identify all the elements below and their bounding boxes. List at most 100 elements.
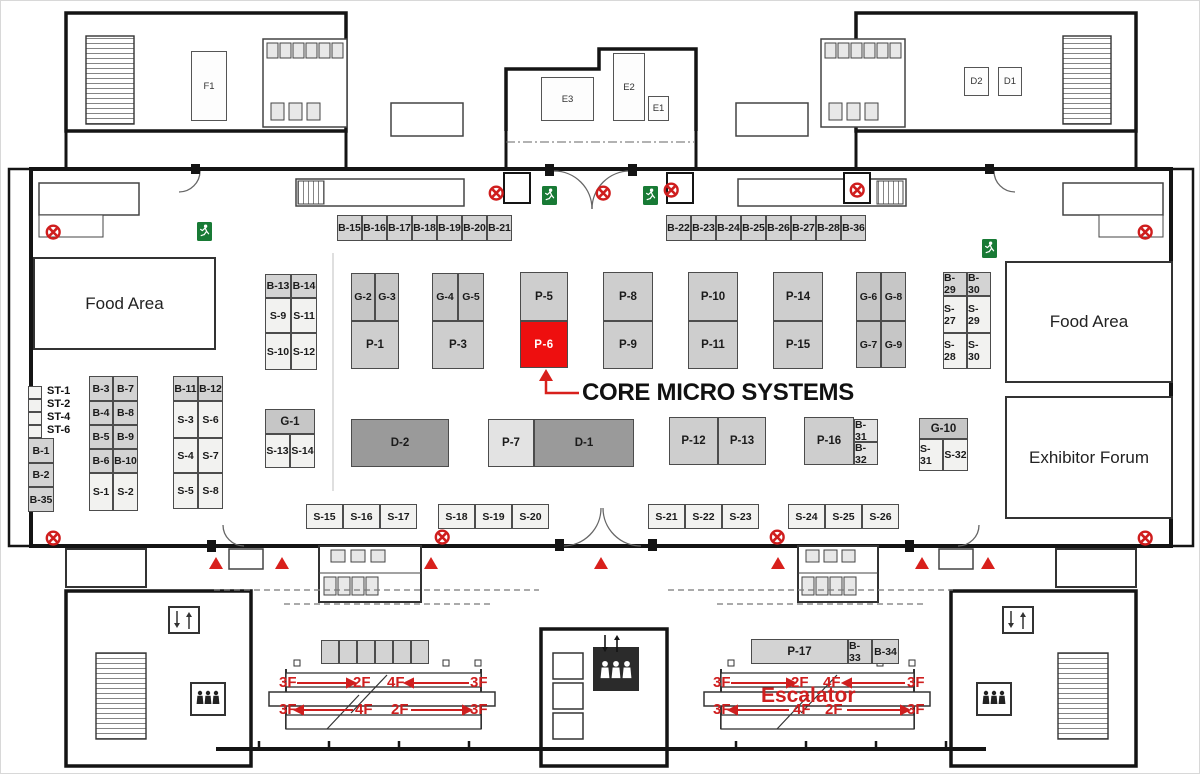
booth-label: S-5	[177, 485, 194, 497]
booth-label: B-35	[29, 493, 53, 506]
booth-label: S-28	[944, 339, 956, 363]
booth-label: S-25	[832, 510, 855, 523]
escalator-arrows	[292, 677, 912, 716]
booth-label: D-1	[574, 437, 594, 449]
label-text: 3F	[907, 674, 925, 691]
booth-label: B-33	[849, 639, 861, 664]
booth-label: B-26	[767, 222, 790, 234]
booth-label: B-21	[488, 222, 511, 234]
booth-p-8: P-8	[603, 272, 653, 321]
booth-label: S-4	[177, 449, 194, 462]
booth-label: B-14	[292, 280, 316, 292]
floor-direction-label: 2F	[353, 675, 371, 690]
stairs-bottom-left	[95, 652, 147, 740]
booth-b-7: B-7	[113, 376, 138, 401]
booth-s-26: S-26	[862, 504, 899, 529]
booth-p-1: P-1	[351, 321, 399, 369]
booth-label: S-13	[266, 445, 289, 457]
booth-label: S-18	[445, 510, 468, 523]
booth-label: B-3	[92, 382, 110, 395]
booth-s-13: S-13	[265, 434, 290, 468]
booth-label: S-12	[292, 345, 316, 358]
area-label: Food Area	[1049, 312, 1129, 331]
label-text: 3F	[470, 674, 488, 691]
booth-p-10: P-10	[688, 272, 738, 321]
booth-label: B-18	[413, 222, 436, 234]
booth-label: B-31	[855, 418, 867, 443]
label-text: ST-6	[47, 424, 71, 436]
booth-b-23: B-23	[691, 215, 716, 241]
booth-b-9: B-9	[113, 425, 138, 449]
label-text: 4F	[793, 701, 811, 718]
booth-d-2: D-2	[351, 419, 449, 467]
booth-b-10: B-10	[113, 449, 138, 473]
booth-s-24: S-24	[788, 504, 825, 529]
booth-label: S-7	[202, 449, 219, 462]
label-text: 4F	[387, 674, 405, 691]
door-direction-triangle-icon	[424, 557, 438, 569]
no-entry-icon: ⊗	[594, 180, 613, 205]
no-entry-icon: ⊗	[44, 525, 63, 550]
label-text: 2F	[825, 701, 843, 718]
room-label: F1	[203, 80, 215, 92]
room-label: E3	[561, 93, 574, 105]
no-entry-icon: ⊗	[44, 219, 63, 244]
booth-label: B-9	[117, 431, 134, 443]
booth-label: B-19	[438, 222, 461, 234]
booth-b-20: B-20	[462, 215, 487, 241]
booth-label: G-1	[280, 415, 300, 428]
door-direction-triangle-icon	[771, 557, 785, 569]
stairs-top-left	[85, 35, 135, 125]
booth-label: B-15	[338, 222, 361, 234]
floor-direction-label: 3F	[279, 675, 297, 690]
booth-label: B-23	[692, 222, 715, 234]
booth-blank	[339, 640, 357, 664]
booth-p-3: P-3	[432, 321, 484, 369]
booth-p-14: P-14	[773, 272, 823, 321]
floor-direction-label: 2F	[391, 702, 409, 717]
booth-label: G-5	[462, 291, 480, 303]
label-text: 3F	[713, 674, 731, 691]
booth-label: P-5	[535, 290, 553, 303]
booth-b-26: B-26	[766, 215, 791, 241]
booth-label: G-2	[354, 291, 372, 303]
booth-label: B-1	[32, 444, 50, 457]
room-d1: D1	[998, 67, 1022, 96]
booth-label: D-2	[390, 437, 410, 449]
booth-s-8: S-8	[198, 473, 223, 509]
callout-arrow	[539, 369, 579, 395]
area-exhibitor-forum: Exhibitor Forum	[1005, 396, 1173, 519]
floor-direction-label: 3F	[907, 675, 925, 690]
booth-label: S-10	[266, 345, 290, 358]
label-text: 4F	[355, 701, 373, 718]
booth-g-5: G-5	[458, 273, 484, 321]
no-entry-icon: ⊗	[662, 177, 681, 202]
booth-b-31: B-31	[854, 418, 878, 443]
booth-s-14: S-14	[290, 434, 315, 468]
booth-label: B-2	[32, 469, 50, 481]
booth-b-27: B-27	[791, 215, 816, 241]
booth-label: B-13	[266, 280, 290, 292]
label-text: ST-2	[47, 398, 71, 410]
room-f1: F1	[191, 51, 227, 121]
booth-s-29: S-29	[967, 296, 991, 333]
door-direction-triangle-icon	[981, 557, 995, 569]
booth-b-24: B-24	[716, 215, 741, 241]
booth-label: P-16	[816, 435, 842, 447]
booth-label: B-36	[842, 222, 865, 234]
booth-label: B-25	[742, 222, 765, 234]
booth-label: S-19	[482, 510, 505, 523]
booth-blank	[321, 640, 339, 664]
booth-s-22: S-22	[685, 504, 722, 529]
booth-blank	[28, 425, 42, 438]
booth-s-10: S-10	[265, 333, 291, 370]
room-label: E2	[623, 81, 635, 93]
booth-b-17: B-17	[387, 215, 412, 241]
booth-label: B-17	[388, 222, 411, 234]
booth-label: P-8	[619, 290, 637, 303]
booth-label: S-11	[293, 309, 315, 322]
booth-label: B-7	[117, 382, 134, 395]
booth-s-32: S-32	[943, 439, 968, 471]
